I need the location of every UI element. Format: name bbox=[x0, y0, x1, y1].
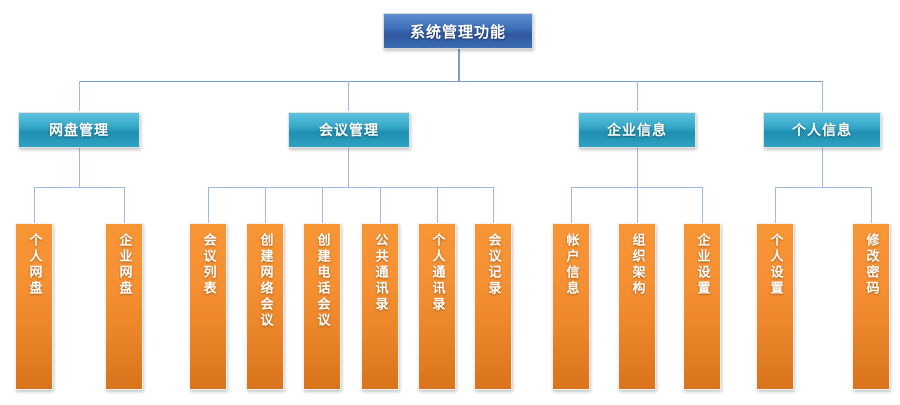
node-leaf-zhanghu-xinxi[interactable]: 帐户信息 bbox=[552, 223, 590, 390]
connector-stem-branch-2 bbox=[348, 148, 349, 187]
connector-drop-branch-2 bbox=[348, 81, 349, 111]
node-leaf-label: 个人通讯录 bbox=[429, 233, 445, 313]
node-branch-geren-xinxi[interactable]: 个人信息 bbox=[763, 112, 881, 148]
node-leaf-chuangjian-wangluo-huiyi[interactable]: 创建网络会议 bbox=[246, 223, 284, 390]
connector-drop-branch-4 bbox=[822, 81, 823, 111]
connector-drop-leaf-2-3 bbox=[322, 187, 323, 223]
node-leaf-qiye-wangpan[interactable]: 企业网盘 bbox=[105, 223, 143, 390]
node-leaf-gonggong-tongxunlu[interactable]: 公共通讯录 bbox=[361, 223, 399, 390]
connector-drop-leaf-2-5 bbox=[437, 187, 438, 223]
connector-drop-leaf-3-2 bbox=[637, 187, 638, 223]
node-leaf-label: 会议列表 bbox=[200, 233, 216, 297]
connector-stem-branch-4 bbox=[822, 148, 823, 187]
connector-drop-leaf-3-3 bbox=[702, 187, 703, 223]
connector-drop-leaf-1-1 bbox=[34, 187, 35, 223]
node-leaf-label: 修改密码 bbox=[863, 233, 879, 297]
node-leaf-label: 会议记录 bbox=[485, 233, 501, 297]
node-leaf-geren-shezhi[interactable]: 个人设置 bbox=[756, 223, 794, 390]
node-branch-huiyi-guanli[interactable]: 会议管理 bbox=[288, 112, 410, 148]
connector-drop-leaf-2-6 bbox=[493, 187, 494, 223]
connector-drop-leaf-2-1 bbox=[208, 187, 209, 223]
connector-bus-branch-3 bbox=[571, 187, 702, 188]
node-leaf-huiyi-jilu[interactable]: 会议记录 bbox=[474, 223, 512, 390]
node-root[interactable]: 系统管理功能 bbox=[383, 13, 533, 49]
node-leaf-qiye-shezhi[interactable]: 企业设置 bbox=[683, 223, 721, 390]
connector-drop-leaf-2-4 bbox=[380, 187, 381, 223]
node-leaf-label: 组织架构 bbox=[629, 233, 645, 297]
node-leaf-label: 帐户信息 bbox=[563, 233, 579, 297]
node-leaf-label: 创建网络会议 bbox=[257, 233, 273, 329]
connector-bus-branch-2 bbox=[208, 187, 493, 188]
node-leaf-huiyi-liebiao[interactable]: 会议列表 bbox=[189, 223, 227, 390]
node-leaf-geren-tongxunlu[interactable]: 个人通讯录 bbox=[418, 223, 456, 390]
node-branch-wangpan-guanli[interactable]: 网盘管理 bbox=[18, 112, 140, 148]
node-leaf-label: 企业设置 bbox=[694, 233, 710, 297]
connector-drop-leaf-4-1 bbox=[775, 187, 776, 223]
connector-stem-branch-3 bbox=[637, 148, 638, 187]
connector-root-bus bbox=[79, 81, 823, 82]
connector-drop-leaf-2-2 bbox=[265, 187, 266, 223]
node-branch-qiye-xinxi[interactable]: 企业信息 bbox=[578, 112, 696, 148]
connector-drop-leaf-4-2 bbox=[871, 187, 872, 223]
node-leaf-label: 个人网盘 bbox=[26, 233, 42, 297]
connector-drop-branch-3 bbox=[637, 81, 638, 111]
node-leaf-geren-wangpan[interactable]: 个人网盘 bbox=[15, 223, 53, 390]
connector-drop-leaf-1-2 bbox=[124, 187, 125, 223]
node-leaf-label: 公共通讯录 bbox=[372, 233, 388, 313]
connector-drop-branch-1 bbox=[79, 81, 80, 111]
connector-bus-branch-4 bbox=[775, 187, 871, 188]
node-leaf-label: 企业网盘 bbox=[116, 233, 132, 297]
node-leaf-label: 创建电话会议 bbox=[314, 233, 330, 329]
node-leaf-xiugai-mima[interactable]: 修改密码 bbox=[852, 223, 890, 390]
node-leaf-chuangjian-dianhua-huiyi[interactable]: 创建电话会议 bbox=[303, 223, 341, 390]
connector-root-stem bbox=[458, 49, 460, 82]
connector-stem-branch-1 bbox=[79, 148, 80, 187]
connector-drop-leaf-3-1 bbox=[571, 187, 572, 223]
node-leaf-label: 个人设置 bbox=[767, 233, 783, 297]
node-leaf-zuzhi-jiagou[interactable]: 组织架构 bbox=[618, 223, 656, 390]
connector-bus-branch-1 bbox=[34, 187, 125, 188]
